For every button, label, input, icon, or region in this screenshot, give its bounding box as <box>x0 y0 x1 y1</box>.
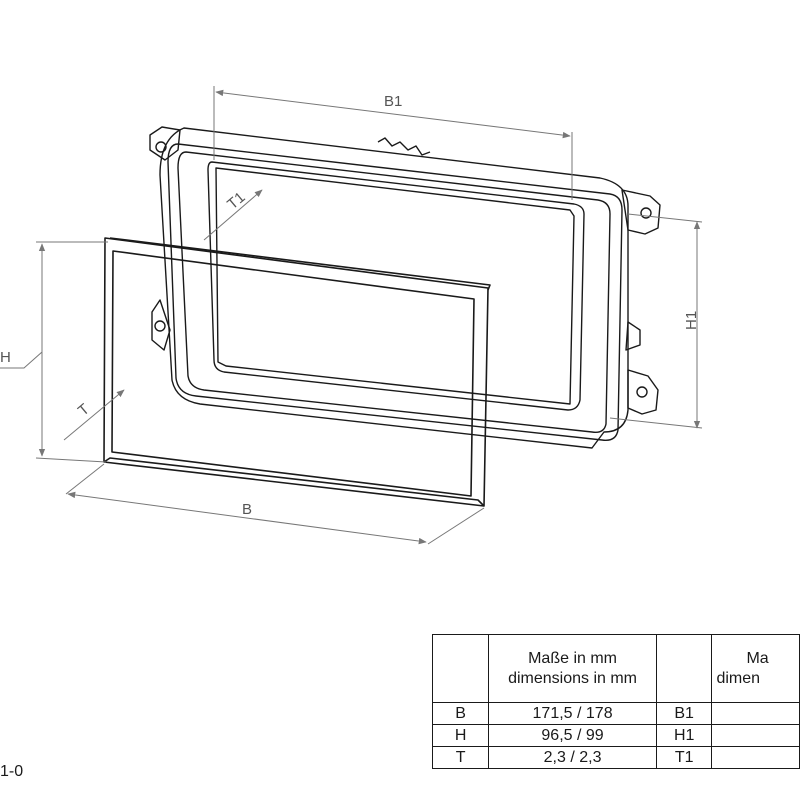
right-bottom-hole <box>636 386 648 398</box>
bezel-depth <box>103 457 485 507</box>
right-mid-tab <box>625 321 641 351</box>
housing-inner-rim <box>177 151 611 434</box>
dimensions-table: Maße in mm dimensions in mm Ma dimen B 1… <box>431 634 800 769</box>
right-bottom-ear <box>627 369 659 415</box>
label-t1: T1 <box>224 189 248 213</box>
row-key2: T1 <box>655 746 713 769</box>
right-top-hole <box>640 207 652 219</box>
table-row: H 96,5 / 99 H1 <box>431 724 800 747</box>
left-top-hole <box>155 141 167 153</box>
label-t: T <box>75 401 93 420</box>
label-b: B <box>242 501 252 518</box>
housing-rim <box>167 143 623 441</box>
dim-t1 <box>203 189 263 241</box>
row-key2: H1 <box>655 724 713 747</box>
table-row: B 171,5 / 178 B1 <box>431 702 800 725</box>
front-bezel <box>103 237 491 507</box>
label-b1: B1 <box>384 93 402 110</box>
row-value2 <box>711 724 800 747</box>
bezel-inner <box>111 250 475 497</box>
part-number-fragment: 1-0 <box>0 763 24 780</box>
label-h: H <box>0 349 11 366</box>
dim-b1 <box>215 89 571 139</box>
table-row: T 2,3 / 2,3 T1 <box>431 746 800 769</box>
row-value2 <box>711 746 800 769</box>
dim-b <box>67 491 427 545</box>
left-mid-hole <box>154 320 166 332</box>
row-value: 171,5 / 178 <box>488 702 657 725</box>
header-dimensions-right: Ma dimen <box>711 634 800 703</box>
screen-opening <box>207 161 585 411</box>
header-empty-cell-2 <box>655 634 713 703</box>
row-key: T <box>431 746 490 769</box>
row-key2: B1 <box>655 702 713 725</box>
technical-drawing: B1 T1 H1 H T B <box>0 86 703 545</box>
mounting-frame <box>149 126 661 449</box>
dim-t <box>63 389 125 441</box>
row-value2 <box>711 702 800 725</box>
row-key: H <box>431 724 490 747</box>
header-empty-cell <box>431 634 490 703</box>
dimension-lines <box>0 86 703 545</box>
label-h1: H1 <box>683 311 700 330</box>
top-clip <box>377 137 431 156</box>
header-dimensions-left: Maße in mm dimensions in mm <box>488 634 657 703</box>
bezel-edge <box>109 237 491 291</box>
row-value: 2,3 / 2,3 <box>488 746 657 769</box>
row-value: 96,5 / 99 <box>488 724 657 747</box>
left-top-ear <box>149 126 181 161</box>
table-header-row: Maße in mm dimensions in mm Ma dimen <box>431 634 800 703</box>
screen-inner <box>215 167 575 405</box>
row-key: B <box>431 702 490 725</box>
